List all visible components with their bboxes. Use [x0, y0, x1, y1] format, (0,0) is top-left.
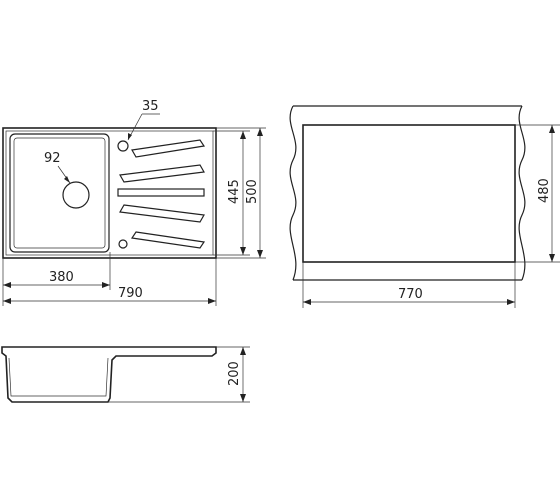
- side-view: 200: [1, 346, 250, 403]
- overflow-hole: [118, 239, 128, 249]
- groove-2: [119, 164, 205, 183]
- overall-width-label: 790: [118, 286, 143, 301]
- arrow-770-right: [507, 299, 515, 305]
- bowl-outline: [9, 133, 110, 253]
- bowl-inner: [13, 137, 106, 249]
- arrow-500-top: [257, 128, 263, 136]
- bowl-drain-label: 92: [44, 151, 61, 166]
- inner-depth-label: 445: [227, 179, 242, 204]
- groove-4: [119, 204, 205, 223]
- tap-hole-label: 35: [142, 99, 159, 114]
- arrow-790-left: [3, 298, 11, 304]
- arrow-790-right: [208, 298, 216, 304]
- arrow-380-right: [102, 282, 110, 288]
- groove-1: [131, 139, 206, 158]
- sink-rim: [5, 130, 214, 256]
- drain-leader-arrow: [64, 176, 70, 183]
- arrow-445-top: [240, 131, 246, 139]
- arrow-200-bottom: [240, 394, 246, 402]
- cutout-view: 770 480: [289, 105, 560, 308]
- bowl-width-label: 380: [49, 270, 74, 285]
- cutout-depth-label: 480: [537, 178, 552, 203]
- drain-hole: [62, 181, 90, 209]
- side-profile-inner: [8, 357, 109, 397]
- height-label: 200: [227, 361, 242, 386]
- arrow-480-top: [549, 125, 555, 133]
- groove-3: [117, 188, 205, 197]
- side-profile-outline: [1, 346, 217, 403]
- tap-leader-arrow: [128, 133, 132, 140]
- arrow-480-bottom: [549, 254, 555, 262]
- sink-outline: [2, 127, 217, 259]
- cutout-width-label: 770: [398, 287, 423, 302]
- countertop-right-break: [518, 105, 526, 281]
- overall-depth-label: 500: [245, 179, 260, 204]
- tap-hole: [117, 140, 129, 152]
- groove-5: [130, 231, 206, 249]
- top-view: 92 35 380 790 445 500: [2, 99, 266, 306]
- arrow-770-left: [303, 299, 311, 305]
- cutout-outline: [302, 124, 516, 263]
- countertop-left-break: [289, 105, 297, 281]
- arrow-500-bottom: [257, 250, 263, 258]
- arrow-380-left: [3, 282, 11, 288]
- arrow-445-bottom: [240, 247, 246, 255]
- arrow-200-top: [240, 347, 246, 355]
